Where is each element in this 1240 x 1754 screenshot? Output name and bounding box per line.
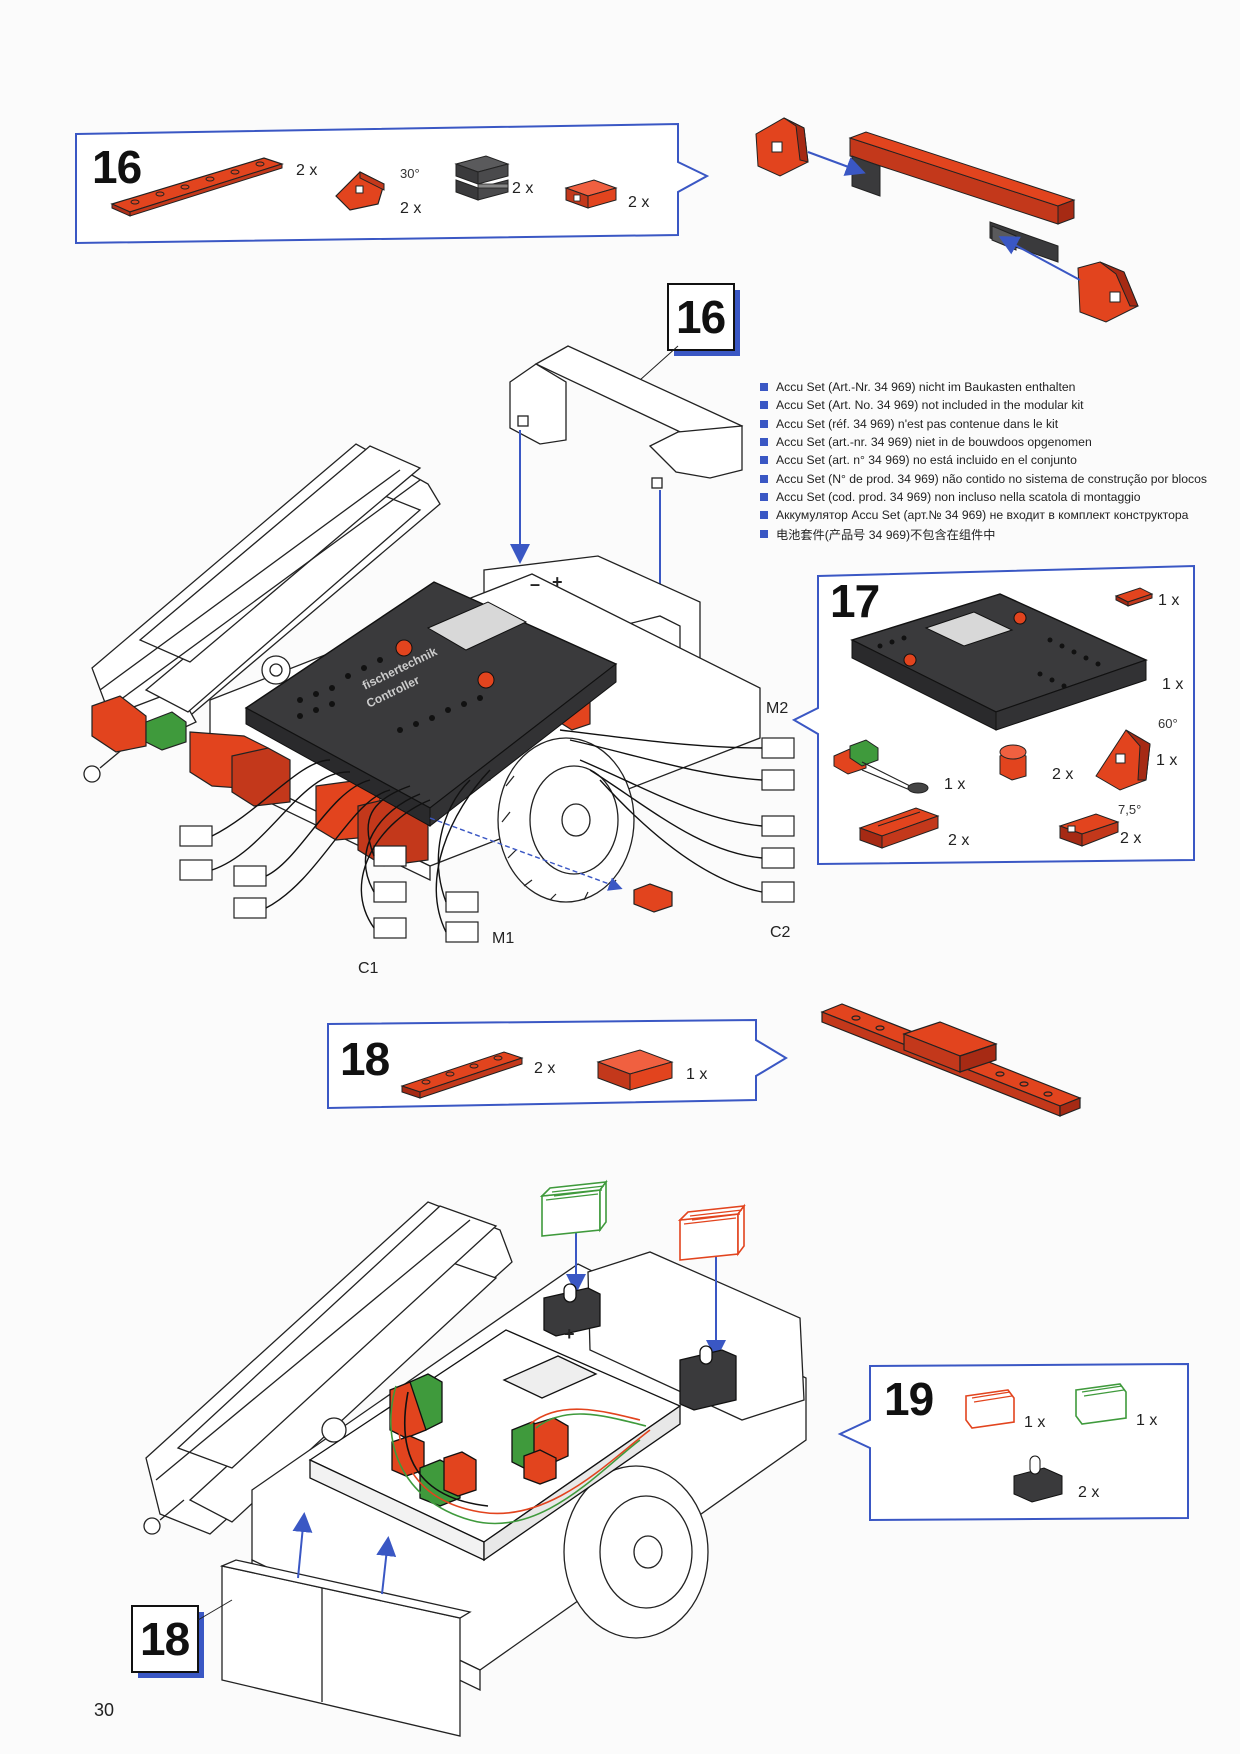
bullet-icon (760, 401, 768, 410)
battery-plus-sign: + (552, 572, 563, 592)
bullet-icon (760, 492, 768, 501)
note-row: Accu Set (art. n° 34 969) no está inclui… (760, 451, 1230, 469)
green-lamp-cap (539, 1179, 608, 1237)
step17-qty-plug: 1 x (1158, 592, 1180, 609)
step16-parts-box (75, 122, 710, 245)
step16-red-plate (110, 157, 284, 217)
step16-qty-plate: 2 x (296, 162, 318, 179)
step17-round-part (999, 744, 1027, 781)
bullet-icon (760, 474, 768, 483)
note-row: Accu Set (N° de prod. 34 969) não contid… (760, 469, 1230, 487)
step17-wedge-60 (1095, 729, 1151, 791)
step17-qty-round: 2 x (1052, 766, 1074, 783)
step18-number: 18 (340, 1033, 390, 1085)
step16-black-block (454, 155, 510, 201)
label-c2: C2 (770, 924, 791, 941)
step16-qty-red: 2 x (628, 194, 650, 211)
step17-number: 17 (830, 575, 880, 627)
cable-plugs (179, 729, 795, 943)
bullet-icon (760, 419, 768, 428)
step18-callout-box (131, 1599, 233, 1678)
bottom-model-arrows (292, 1218, 726, 1595)
step16-callout-box (639, 283, 740, 381)
step17-angle75: 7,5° (1118, 802, 1142, 817)
bullet-icon (760, 529, 768, 538)
battery-minus-sign: – (530, 574, 541, 594)
step19-parts-box (837, 1362, 1189, 1522)
bullet-icon (760, 511, 768, 520)
note-row: Accu Set (Art. No. 34 969) not included … (760, 396, 1230, 414)
step18-assembly-detail (820, 1003, 1082, 1117)
step18-qty-block: 1 x (686, 1066, 708, 1083)
step19-number: 19 (884, 1373, 934, 1425)
step18-qty-plate: 2 x (534, 1060, 556, 1077)
label-m2: M2 (766, 700, 789, 717)
step19-qty-red-lamp: 1 x (1024, 1414, 1046, 1431)
step17-controller (850, 593, 1148, 731)
step16-number: 16 (92, 141, 142, 193)
step17-qty-wedge60: 1 x (1156, 752, 1178, 769)
red-lamp-cap (677, 1203, 746, 1261)
bullet-icon (760, 438, 768, 447)
note-row: Accu Set (réf. 34 969) n'est pas contenu… (760, 415, 1230, 433)
step19-green-lamp (1075, 1383, 1127, 1425)
step17-switch-sensor (833, 739, 929, 794)
label-m1: M1 (492, 930, 515, 947)
step17-qty-sensor: 1 x (944, 776, 966, 793)
note-row: Accu Set (art.-nr. 34 969) niet in de bo… (760, 433, 1230, 451)
step16-assembly-detail (755, 117, 1139, 323)
step18-parts-box (327, 1018, 788, 1110)
step19-lamp-holder (1013, 1455, 1063, 1503)
note-row: 电池套件(产品号 34 969)不包含在组件中 (760, 524, 1230, 542)
bottom-wires (390, 1385, 651, 1525)
step17-small-plug (1114, 587, 1154, 607)
step16-angle: 30° (400, 166, 420, 181)
accu-set-notes: Accu Set (Art.-Nr. 34 969) nicht im Bauk… (760, 378, 1230, 543)
step17-qty-controller: 1 x (1162, 676, 1184, 693)
step18-plate (400, 1051, 524, 1099)
step16-qty-black: 2 x (512, 180, 534, 197)
step19-qty-green-lamp: 1 x (1136, 1412, 1158, 1429)
step19-red-lamp (965, 1389, 1015, 1429)
step19-qty-holder: 2 x (1078, 1484, 1100, 1501)
step16-callout-number: 16 (676, 291, 726, 343)
bullet-icon (760, 383, 768, 392)
step18-block (596, 1049, 674, 1091)
bullet-icon (760, 456, 768, 465)
step17-angle60: 60° (1158, 716, 1178, 731)
step16-wedge-30 (335, 171, 385, 211)
detail-wedge-right (1077, 261, 1139, 323)
step17-parts-box (791, 564, 1195, 866)
step17-flat-plate (858, 807, 940, 849)
step17-qty-plate: 2 x (948, 832, 970, 849)
note-row: Accu Set (Art.-Nr. 34 969) nicht im Bauk… (760, 378, 1230, 396)
step18-callout-number: 18 (140, 1613, 190, 1665)
label-c1: C1 (358, 960, 379, 977)
note-row: Аккумулятор Accu Set (арт.№ 34 969) не в… (760, 506, 1230, 524)
detail-wedge-left (755, 117, 809, 177)
battery-plus-sign-bottom: + (564, 1324, 575, 1344)
step17-qty-wedge75: 2 x (1120, 830, 1142, 847)
note-row: Accu Set (cod. prod. 34 969) non incluso… (760, 488, 1230, 506)
step17-wedge-75 (1058, 813, 1120, 847)
step16-red-block (564, 179, 618, 209)
page-number: 30 (94, 1700, 115, 1720)
step16-qty-wedge: 2 x (400, 200, 422, 217)
